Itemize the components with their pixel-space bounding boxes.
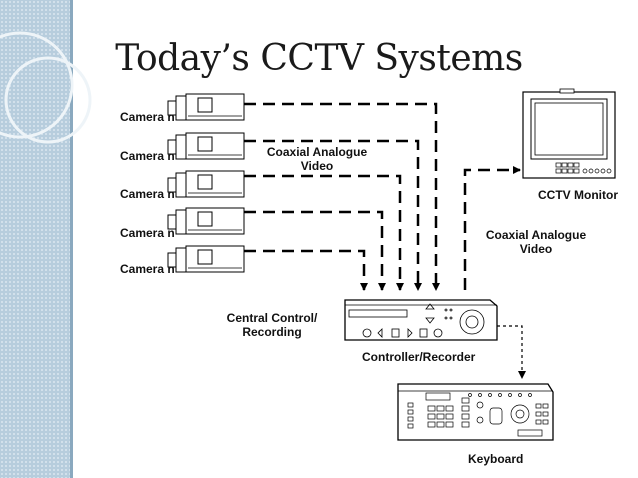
cctv-monitor-label: CCTV Monitor <box>538 188 618 202</box>
coax-output-line2: Video <box>519 242 553 256</box>
controller-recorder-icon <box>344 299 498 341</box>
camera-label: Camera n <box>120 110 175 124</box>
camera-2 <box>167 132 245 160</box>
camera-5 <box>167 245 245 273</box>
controller-recorder-label: Controller/Recorder <box>362 350 476 364</box>
central-control-line1: Central Control/ <box>226 311 318 325</box>
camera-cables <box>244 102 440 291</box>
coax-output-label: Coaxial Analogue Video <box>480 228 592 256</box>
central-control-label: Central Control/ Recording <box>218 311 326 339</box>
camera-label: Camera n <box>120 226 175 240</box>
camera-label: Camera n <box>120 187 175 201</box>
cable-3 <box>244 174 404 291</box>
camera-1 <box>167 93 245 121</box>
keyboard-icon <box>397 383 554 441</box>
camera-4 <box>167 207 245 235</box>
cable-5 <box>244 249 368 291</box>
coax-input-line1: Coaxial Analogue <box>266 145 368 159</box>
cable-2 <box>244 139 422 291</box>
coax-output-line1: Coaxial Analogue <box>485 228 587 242</box>
central-control-line2: Recording <box>242 325 302 339</box>
slide-title: Today’s CCTV Systems <box>115 38 523 79</box>
coax-input-label: Coaxial Analogue Video <box>262 145 372 173</box>
camera-label: Camera n <box>120 149 175 163</box>
camera-label: Camera n <box>120 262 175 276</box>
cable-4 <box>244 210 386 291</box>
cctv-monitor-icon <box>522 88 616 179</box>
side-strip-edge <box>70 0 73 478</box>
cable-to-keyboard <box>497 325 526 379</box>
cable-1 <box>244 102 440 291</box>
coax-input-line2: Video <box>300 159 334 173</box>
keyboard-label: Keyboard <box>468 452 524 466</box>
cable-to-monitor <box>463 166 521 290</box>
decorative-rings <box>0 31 92 144</box>
camera-3 <box>167 170 245 198</box>
